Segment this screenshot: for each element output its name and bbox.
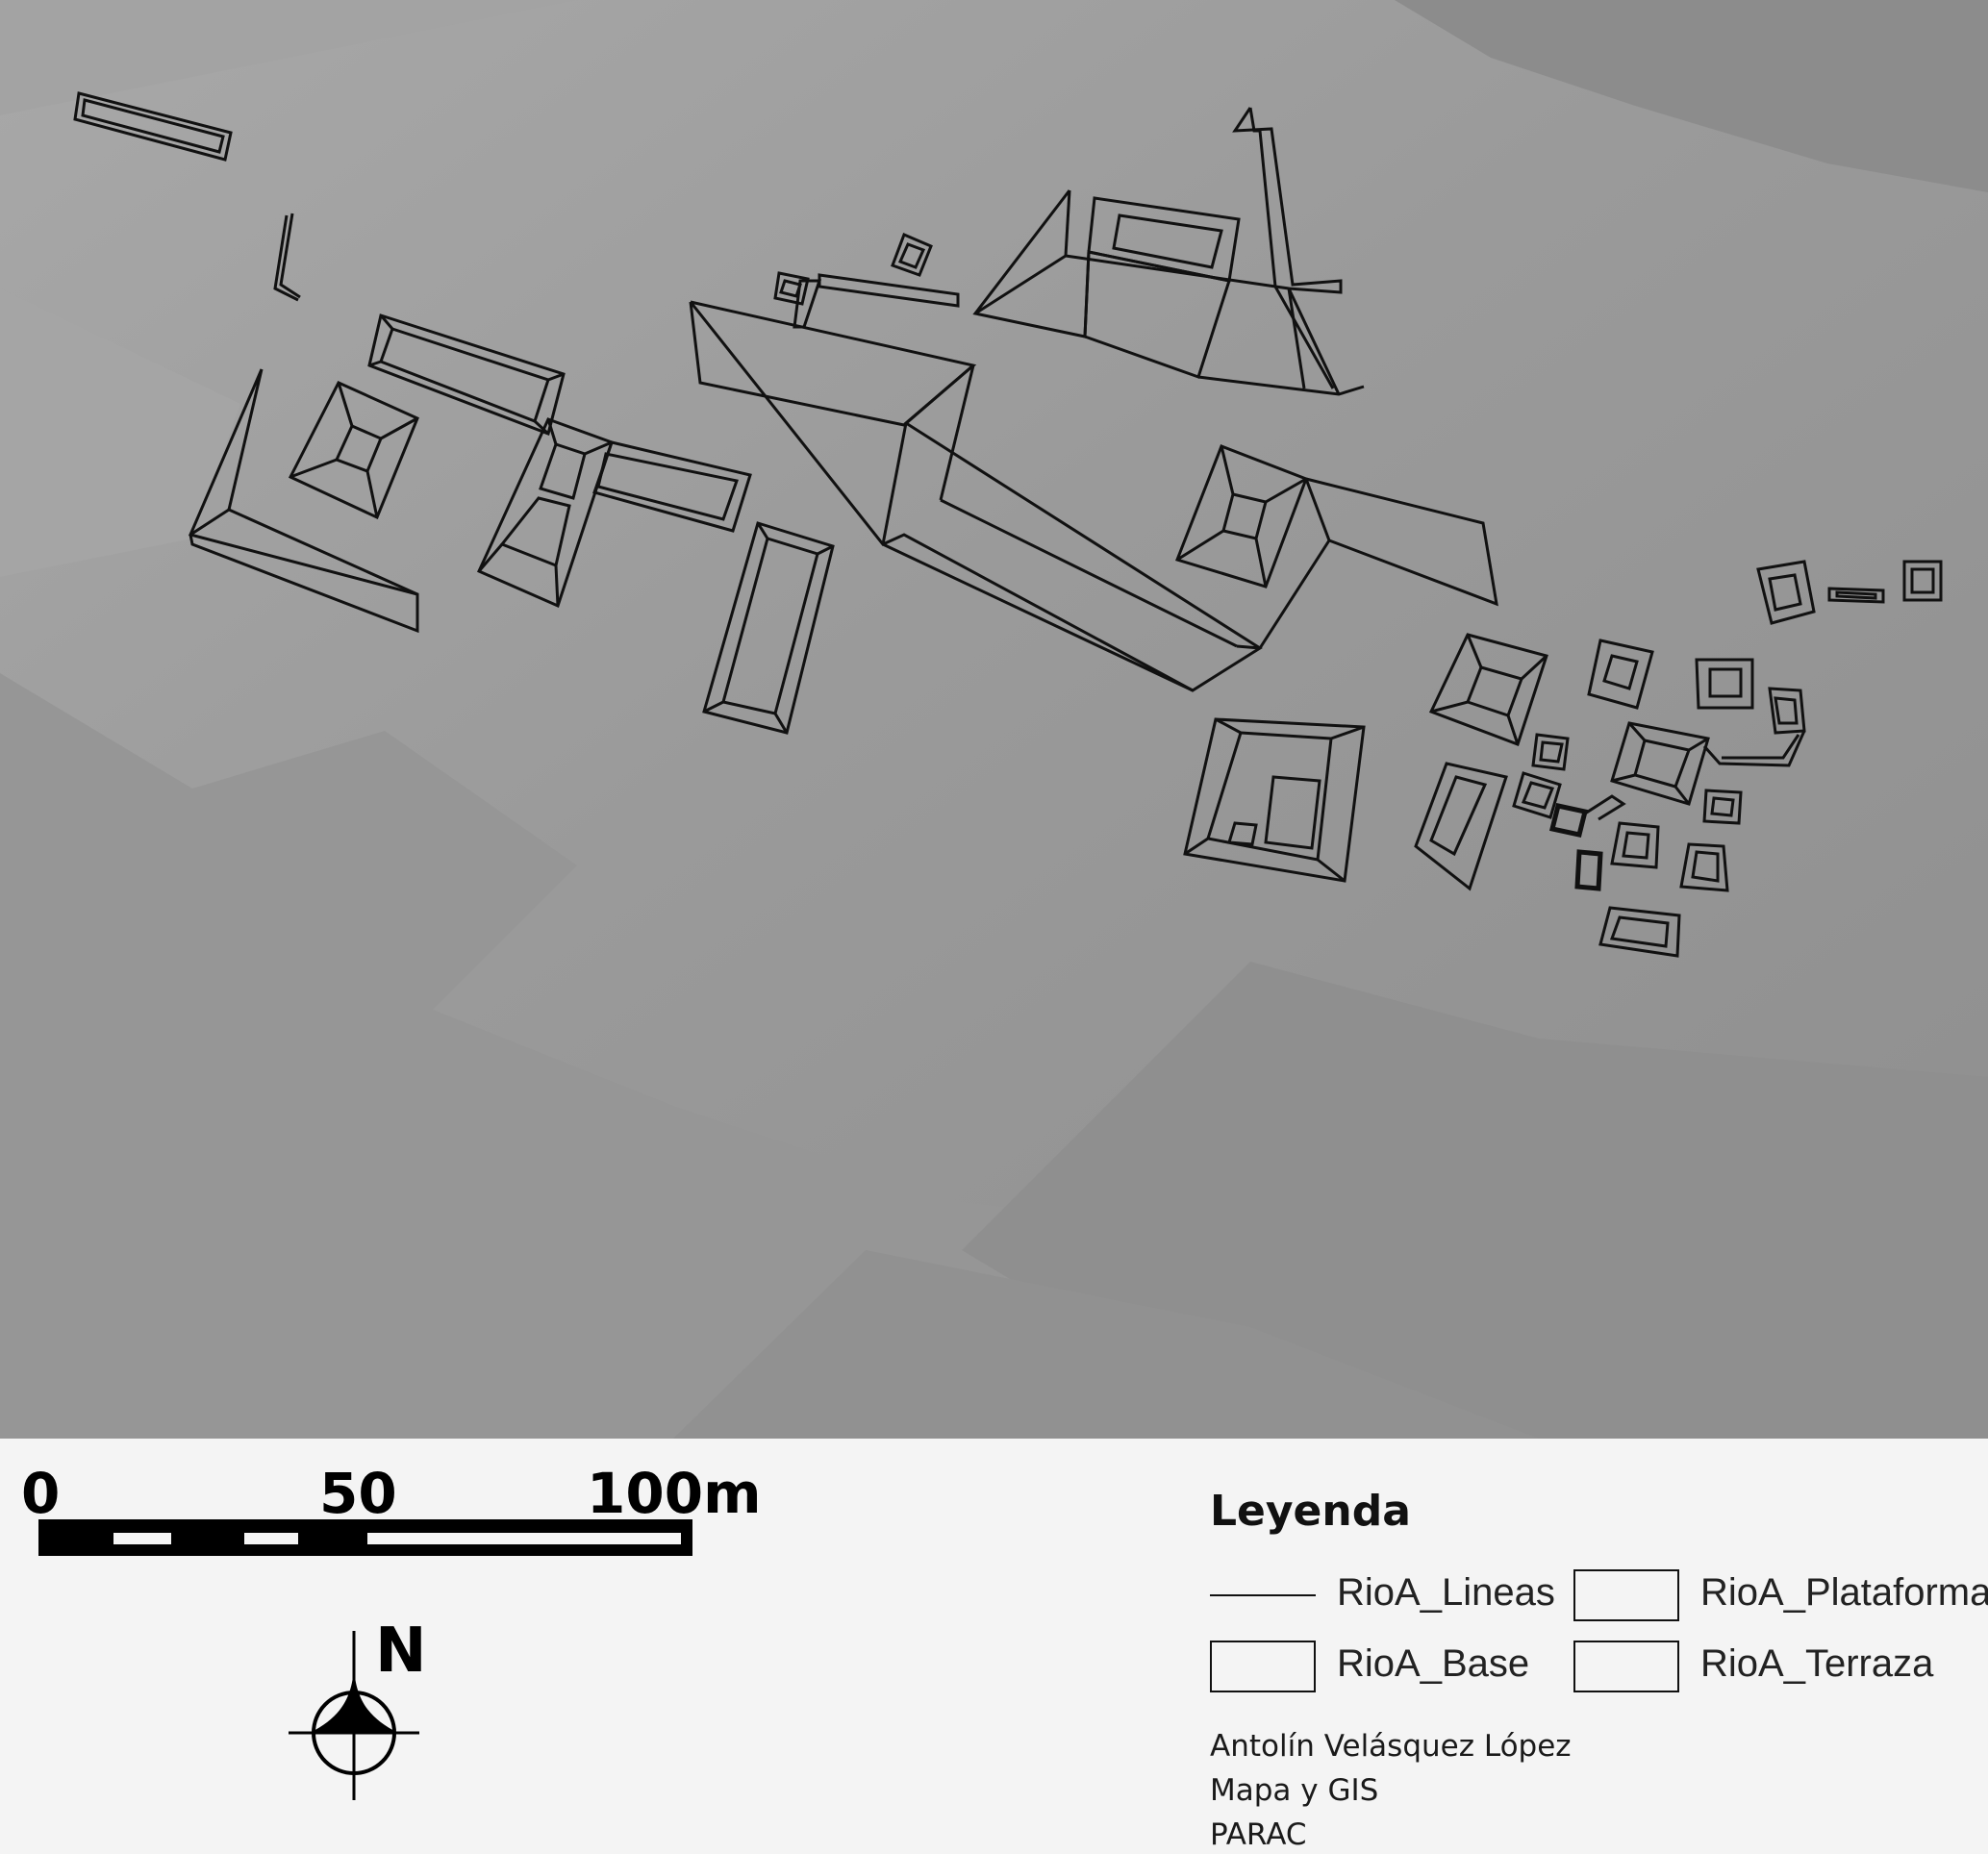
structure-wall-north [1197, 107, 1365, 396]
structure-pyramid-cluster-6 [1610, 721, 1710, 806]
credit-role: Mapa y GIS [1210, 1773, 1379, 1808]
legend-swatch-terraza [1573, 1641, 1679, 1692]
structure-platform-long-west [367, 313, 566, 436]
structure-small-square-1 [773, 271, 810, 306]
scale-bar-segment-1 [113, 1533, 171, 1544]
map-footer: 0 50 100m N Leyenda RioA_Lineas RioA_Pla… [0, 1439, 1988, 1854]
structure-small-square-e [1902, 560, 1943, 602]
structure-small-square-c6 [1679, 842, 1729, 892]
structure-wall-long [818, 273, 960, 308]
scale-label-0: 0 [21, 1461, 61, 1526]
legend-swatch-base [1210, 1641, 1316, 1692]
north-arrow: N [279, 1616, 442, 1817]
structure-double-pyramid [477, 417, 752, 609]
structure-terrace-west [188, 368, 419, 634]
structure-small-platform-e [1827, 587, 1885, 604]
structure-terrace-east [1258, 477, 1498, 649]
terrain-shading [0, 0, 1988, 1439]
structure-small-platform-s [1598, 906, 1681, 958]
legend-swatch-plataforma [1573, 1569, 1679, 1621]
structure-l-wall [279, 213, 301, 299]
structure-pyramid-west [288, 381, 419, 520]
legend-label-terraza: RioA_Terraza [1700, 1642, 1934, 1685]
structure-small-square-c1 [1531, 733, 1570, 771]
north-arrow-icon [289, 1631, 419, 1800]
structure-small-square-2 [891, 233, 933, 277]
scale-bar [38, 1519, 692, 1556]
structure-pyramid-cluster-1 [1428, 633, 1548, 746]
structure-small-square-c7 [1574, 849, 1603, 891]
north-label: N [375, 1616, 427, 1687]
legend-swatch-line [1210, 1569, 1316, 1621]
legend-label-base: RioA_Base [1337, 1642, 1530, 1685]
structure-small-link [1584, 794, 1626, 821]
structure-pyramid-cluster-2 [1587, 639, 1654, 710]
structure-wall-segment [793, 279, 822, 329]
structure-pyramid-cluster-4 [1756, 560, 1816, 625]
site-structures [73, 91, 1943, 958]
structure-nw-platform [73, 91, 233, 162]
structure-pyramid-cluster-3 [1695, 658, 1754, 710]
legend-title: Leyenda [1210, 1487, 1411, 1536]
credit-project: PARAC [1210, 1817, 1307, 1852]
credit-author: Antolín Velásquez López [1210, 1729, 1572, 1764]
structure-small-square-c4 [1702, 789, 1743, 825]
legend-label-plataforma: RioA_Plataforma [1700, 1571, 1988, 1614]
structure-connector-wall [1702, 730, 1806, 767]
scale-label-100m: 100m [587, 1461, 762, 1526]
structure-small-square-c2 [1512, 771, 1562, 819]
scale-bar-segment-2 [244, 1533, 298, 1544]
structure-small-square-c3 [1548, 803, 1589, 838]
map-view[interactable] [0, 0, 1988, 1439]
structure-pyramid-east [1175, 444, 1308, 589]
structure-large-terrace [689, 300, 1263, 692]
scale-label-50: 50 [319, 1461, 397, 1526]
structure-pyramid-southeast [1183, 717, 1366, 883]
structure-angled-platform [1414, 762, 1508, 891]
scale-bar-segment-3 [367, 1533, 681, 1544]
structure-small-square-c5 [1610, 821, 1660, 869]
legend-label-lineas: RioA_Lineas [1337, 1571, 1555, 1614]
map-canvas [0, 0, 1988, 1439]
structure-platform-tall [702, 521, 835, 735]
